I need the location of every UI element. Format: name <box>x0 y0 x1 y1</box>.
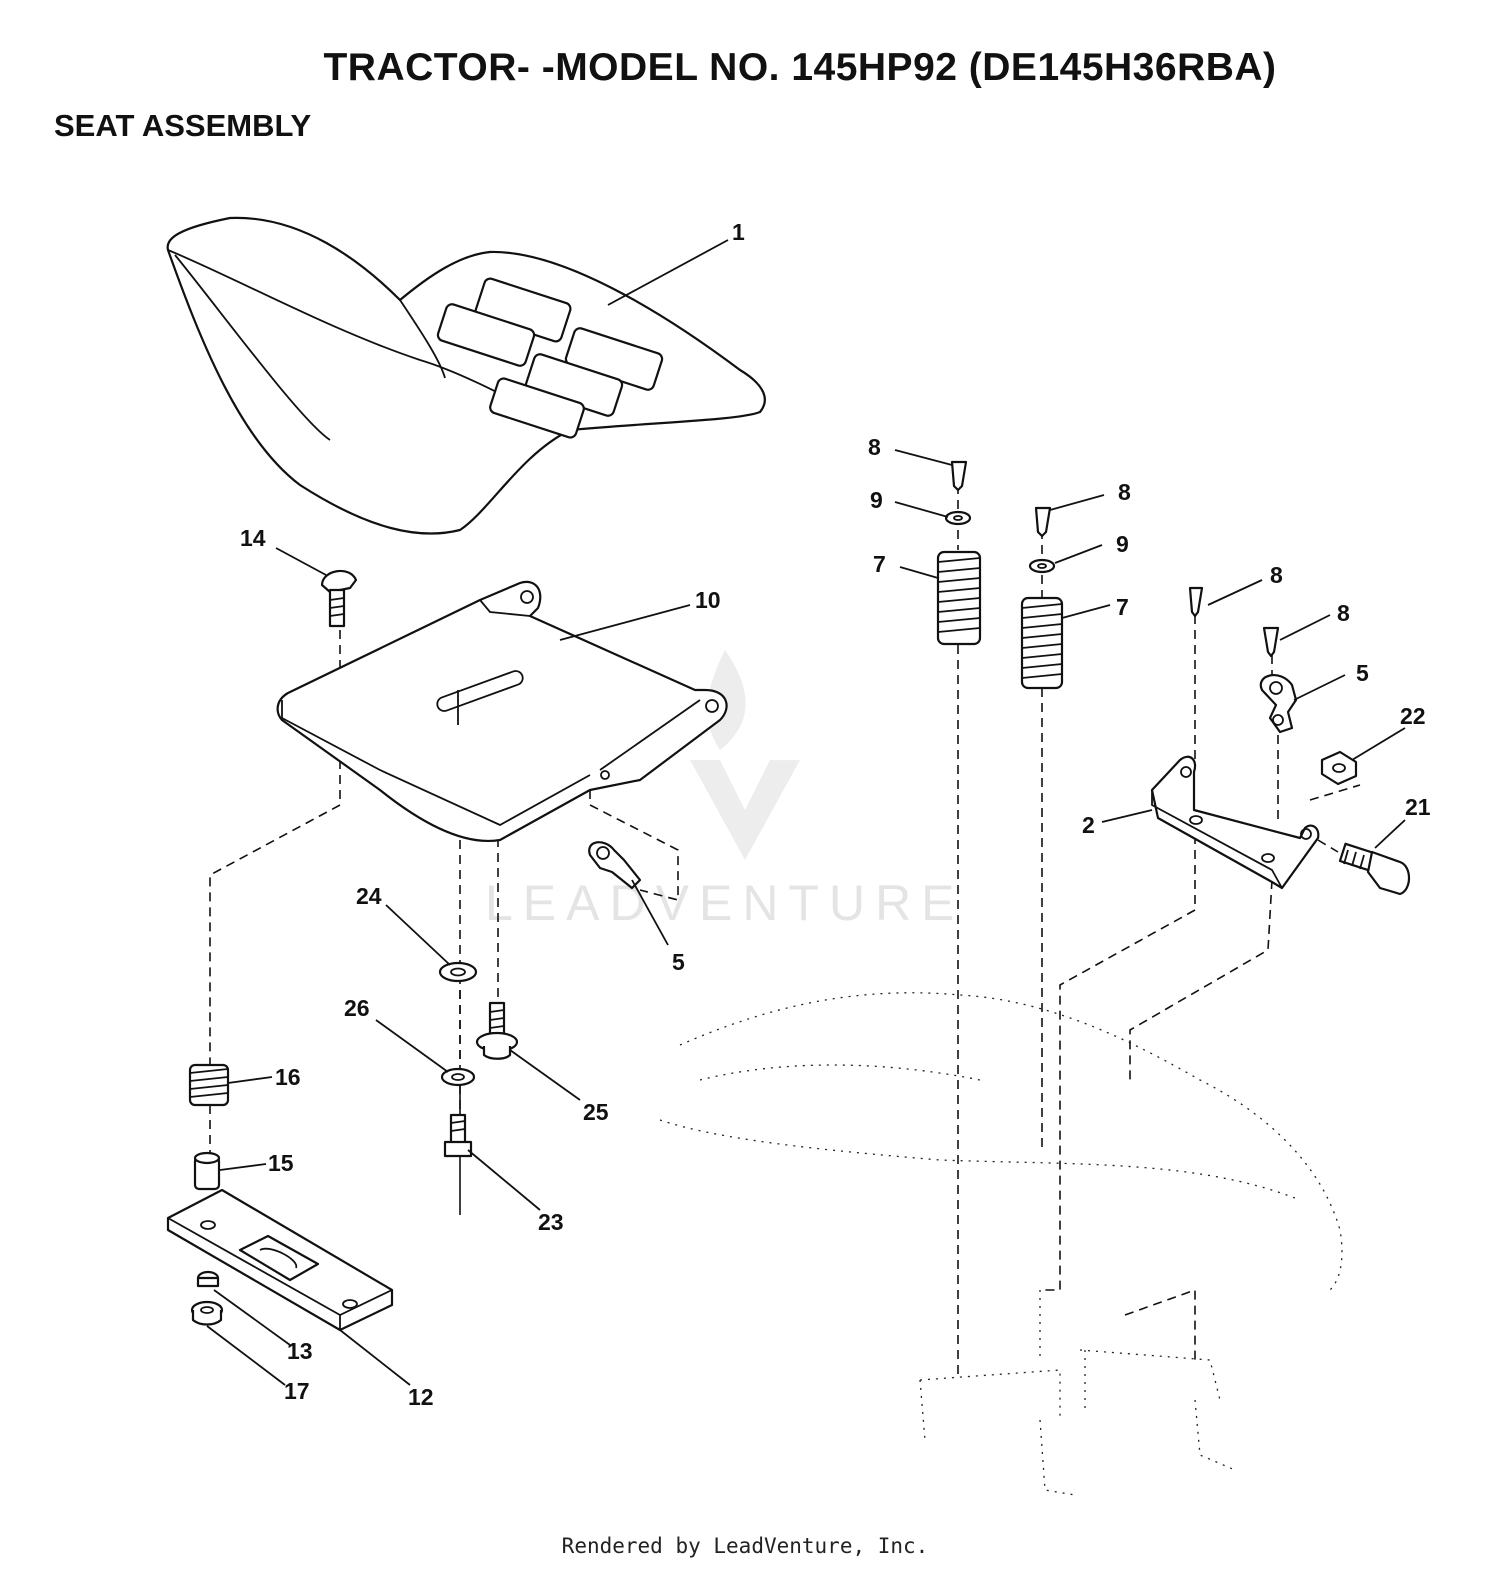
nut-small <box>196 1270 220 1288</box>
callout-16: 16 <box>275 1064 301 1090</box>
callout-10: 10 <box>695 587 721 613</box>
callout-9-b: 9 <box>1116 531 1129 557</box>
callout-7-b: 7 <box>1116 594 1129 620</box>
callout-numbers: 1 10 14 5 24 25 26 23 16 15 12 13 17 8 9… <box>240 219 1431 1410</box>
callout-26: 26 <box>344 995 370 1021</box>
callout-13: 13 <box>287 1338 313 1364</box>
callout-14: 14 <box>240 525 266 551</box>
lock-washer-hole <box>451 1073 465 1081</box>
callout-8-b: 8 <box>1118 479 1131 505</box>
cotter-pins <box>950 460 1280 658</box>
callout-8-a: 8 <box>868 434 881 460</box>
spacer <box>193 1151 221 1191</box>
shoulder-bolt <box>1338 842 1411 896</box>
carriage-bolt <box>320 569 358 628</box>
callout-24: 24 <box>356 883 382 909</box>
compression-spring-small <box>188 1063 230 1107</box>
callout-2: 2 <box>1082 812 1095 838</box>
watermark: LEADVENTURE <box>485 650 965 931</box>
callout-7-a: 7 <box>873 551 886 577</box>
wire-clip-right <box>1259 674 1298 734</box>
callout-8-d: 8 <box>1337 600 1350 626</box>
seat-mounting-plate <box>166 1188 394 1332</box>
hex-bolt <box>443 1113 473 1158</box>
callout-22: 22 <box>1400 703 1426 729</box>
flat-washers-small <box>944 510 1056 574</box>
tractor-frame-outline <box>659 992 1343 1496</box>
callout-5-left: 5 <box>672 949 685 975</box>
callout-1: 1 <box>732 219 745 245</box>
footer-credit: Rendered by LeadVenture, Inc. <box>561 1534 929 1558</box>
hex-flange-bolt <box>475 1001 519 1060</box>
callout-17: 17 <box>284 1378 310 1404</box>
seat-assembly-diagram: LEADVENTURE <box>166 216 1431 1496</box>
callout-12: 12 <box>408 1384 434 1410</box>
seat-bracket <box>1150 755 1320 890</box>
callout-9-a: 9 <box>870 487 883 513</box>
callout-25: 25 <box>583 1099 609 1125</box>
washer-large <box>438 961 478 983</box>
section-title: SEAT ASSEMBLY <box>54 108 312 143</box>
page-title: TRACTOR- -MODEL NO. 145HP92 (DE145H36RBA… <box>323 46 1277 89</box>
seat-springs <box>936 550 1064 690</box>
flange-nut <box>190 1300 224 1326</box>
hex-nut <box>1320 750 1358 786</box>
leader-lines <box>206 239 1406 1386</box>
callout-21: 21 <box>1405 794 1431 820</box>
callout-23: 23 <box>538 1209 564 1235</box>
wire-clip-left <box>588 841 642 890</box>
callout-8-c: 8 <box>1270 562 1283 588</box>
washer-large-hole <box>450 967 466 977</box>
watermark-text: LEADVENTURE <box>485 875 965 931</box>
callout-5-right: 5 <box>1356 660 1369 686</box>
assembly-lines <box>209 485 1361 1380</box>
callout-15: 15 <box>268 1150 294 1176</box>
lock-washer <box>440 1067 476 1087</box>
seat-pan <box>276 580 728 842</box>
seat <box>166 216 766 535</box>
